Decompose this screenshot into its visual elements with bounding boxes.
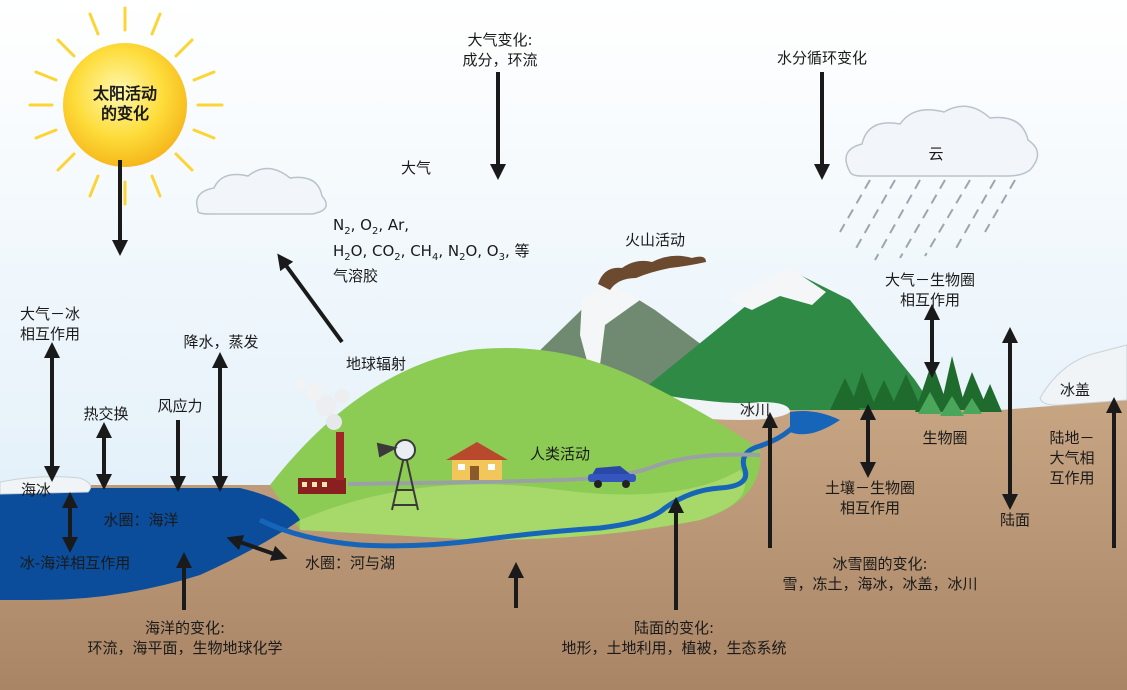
house-icon (446, 442, 508, 480)
label-land-change: 陆面的变化:地形，土地利用，植被，生态系统 (561, 619, 787, 657)
label-volcano: 火山活动 (624, 231, 685, 249)
rain-cloud-icon (839, 105, 1039, 261)
windmill-icon (376, 439, 419, 511)
label-atm-change: 大气变化:成分，环流 (462, 31, 538, 69)
label-atmosphere: 大气 (400, 159, 431, 177)
arrows (44, 72, 1122, 610)
label-human: 人类活动 (529, 445, 590, 463)
label-soil-bio: 土壤－生物圈相互作用 (824, 479, 915, 517)
label-cryo-change: 冰雪圈的变化:雪，冻土，海冰，冰盖，冰川 (782, 555, 978, 593)
label-ice-cap: 冰盖 (1059, 381, 1090, 399)
ice-cap-shape (1039, 344, 1127, 406)
label-aerosol: 气溶胶 (333, 267, 379, 285)
lake (790, 411, 840, 435)
label-composition-line2: H2O, CO2, CH4, N2O, O3, 等 (333, 242, 530, 263)
sea-ice-shape (0, 476, 92, 495)
label-water-cycle-change: 水分循环变化 (776, 49, 867, 67)
label-ocean-change: 海洋的变化:环流，海平面，生物地球化学 (87, 619, 283, 657)
car-icon (588, 466, 636, 488)
forest-icon (830, 356, 1002, 412)
label-land-atm: 陆地－大气相互作用 (1049, 429, 1095, 487)
label-hydro-rivers: 水圈：河与湖 (304, 554, 395, 572)
label-atm-bio: 大气－生物圈相互作用 (884, 271, 975, 309)
small-cloud-icon (196, 167, 327, 215)
ground (0, 395, 1127, 690)
green-hill (270, 348, 761, 540)
label-heat-exchange: 热交换 (83, 405, 129, 423)
label-atm-ice: 大气－冰相互作用 (19, 305, 80, 343)
label-ice-ocean: 冰-海洋相互作用 (19, 554, 131, 572)
label-sea-ice: 海冰 (20, 481, 51, 499)
label-land-surface: 陆面 (999, 511, 1030, 529)
label-biosphere: 生物圈 (922, 429, 968, 447)
arrow-earth-radiation (277, 253, 344, 344)
glacier-shape (592, 370, 790, 420)
volcano-smoke (598, 255, 706, 290)
label-hydro-ocean: 水圈：海洋 (103, 511, 179, 529)
sun-icon (28, 6, 224, 206)
arrow-rivers (226, 535, 288, 561)
label-wind-stress: 风应力 (157, 397, 203, 415)
mountain-snow-cap (580, 282, 640, 380)
label-earth-radiation: 地球辐射 (345, 355, 406, 373)
label-precip-evap: 降水，蒸发 (183, 333, 259, 351)
label-cloud: 云 (928, 145, 944, 163)
factory-icon (294, 378, 349, 494)
green-mountain-snow-cap (728, 268, 826, 310)
label-composition-line1: N2, O2, Ar, (333, 216, 410, 237)
label-glacier: 冰川 (739, 401, 770, 419)
forest-mountain (630, 270, 935, 410)
label-sun: 太阳活动的变化 (92, 84, 157, 123)
